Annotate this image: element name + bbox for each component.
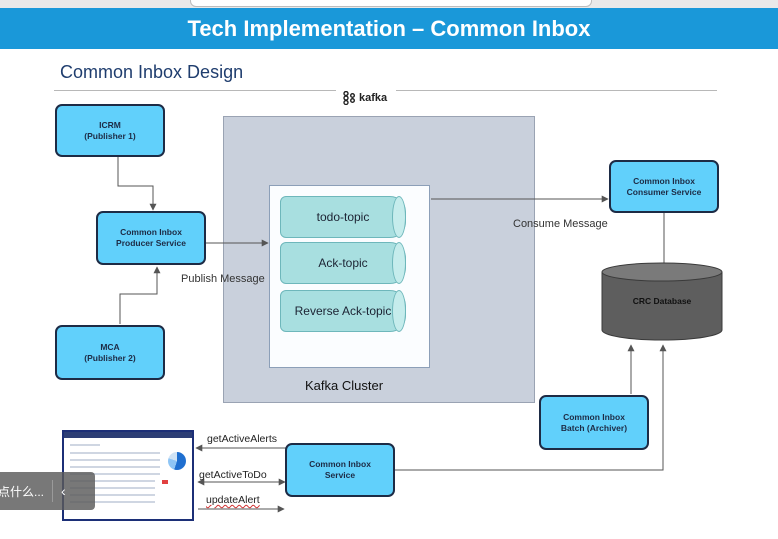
thumbnail-alert-marker <box>162 480 168 484</box>
mca-publisher-node: MCA (Publisher 2) <box>55 325 165 380</box>
topic-label: Ack-topic <box>318 256 368 270</box>
batch-archiver-node: Common Inbox Batch (Archiver) <box>539 395 649 450</box>
kafka-cluster-label: Kafka Cluster <box>305 378 384 393</box>
service-to-db-arrow <box>394 344 667 471</box>
cylinder-cap <box>392 196 406 238</box>
topic-todo: todo-topic <box>280 196 406 238</box>
get-active-todo-label: getActiveToDo <box>199 469 267 481</box>
cylinder-cap <box>392 290 406 332</box>
publish-message-label: Publish Message <box>181 273 265 285</box>
icrm-to-producer-arrow <box>117 157 157 211</box>
assistant-prompt-text[interactable]: 点什么... <box>0 484 45 499</box>
inbox-service-node: Common Inbox Service <box>285 443 395 497</box>
thumbnail-line <box>70 480 155 482</box>
thumbnail-line <box>70 501 155 503</box>
crc-database-icon <box>601 262 723 341</box>
thumbnail-line <box>70 452 160 454</box>
consumer-service-node: Common Inbox Consumer Service <box>609 160 719 213</box>
kafka-logo-text: kafka <box>359 92 388 104</box>
thumbnail-line <box>70 494 155 496</box>
diagram-subtitle: Common Inbox Design <box>60 62 244 82</box>
browser-top-strip <box>0 0 778 8</box>
topic-ack: Ack-topic <box>280 242 406 284</box>
producer-service-node: Common Inbox Producer Service <box>96 211 206 265</box>
slide-title: Tech Implementation – Common Inbox <box>0 8 778 49</box>
thumbnail-header <box>64 432 192 438</box>
crc-database-label: CRC Database <box>632 296 692 306</box>
thumbnail-line <box>70 466 160 468</box>
icrm-publisher-node: ICRM (Publisher 1) <box>55 104 165 157</box>
thumbnail-line <box>70 473 160 475</box>
assistant-divider <box>52 480 54 502</box>
thumbnail-line <box>70 487 155 489</box>
thumbnail-line <box>70 444 100 446</box>
kafka-logo: kafka <box>336 87 396 109</box>
cylinder-cap <box>392 242 406 284</box>
floating-assistant-bar[interactable]: 点什么... ‹ <box>0 472 95 510</box>
consume-message-label: Consume Message <box>513 218 608 230</box>
get-active-alerts-label: getActiveAlerts <box>207 433 278 445</box>
kafka-icon <box>343 91 355 105</box>
thumbnail-pie-chart <box>168 452 186 470</box>
thumbnail-line <box>70 459 160 461</box>
topic-reverse-ack: Reverse Ack-topic <box>280 290 406 332</box>
topic-label: todo-topic <box>316 210 370 224</box>
update-alert-label: updateAlert <box>206 494 260 506</box>
mca-to-producer-arrow <box>119 266 161 324</box>
chevron-left-icon[interactable]: ‹ <box>61 483 66 499</box>
topic-label: Reverse Ack-topic <box>294 304 392 318</box>
